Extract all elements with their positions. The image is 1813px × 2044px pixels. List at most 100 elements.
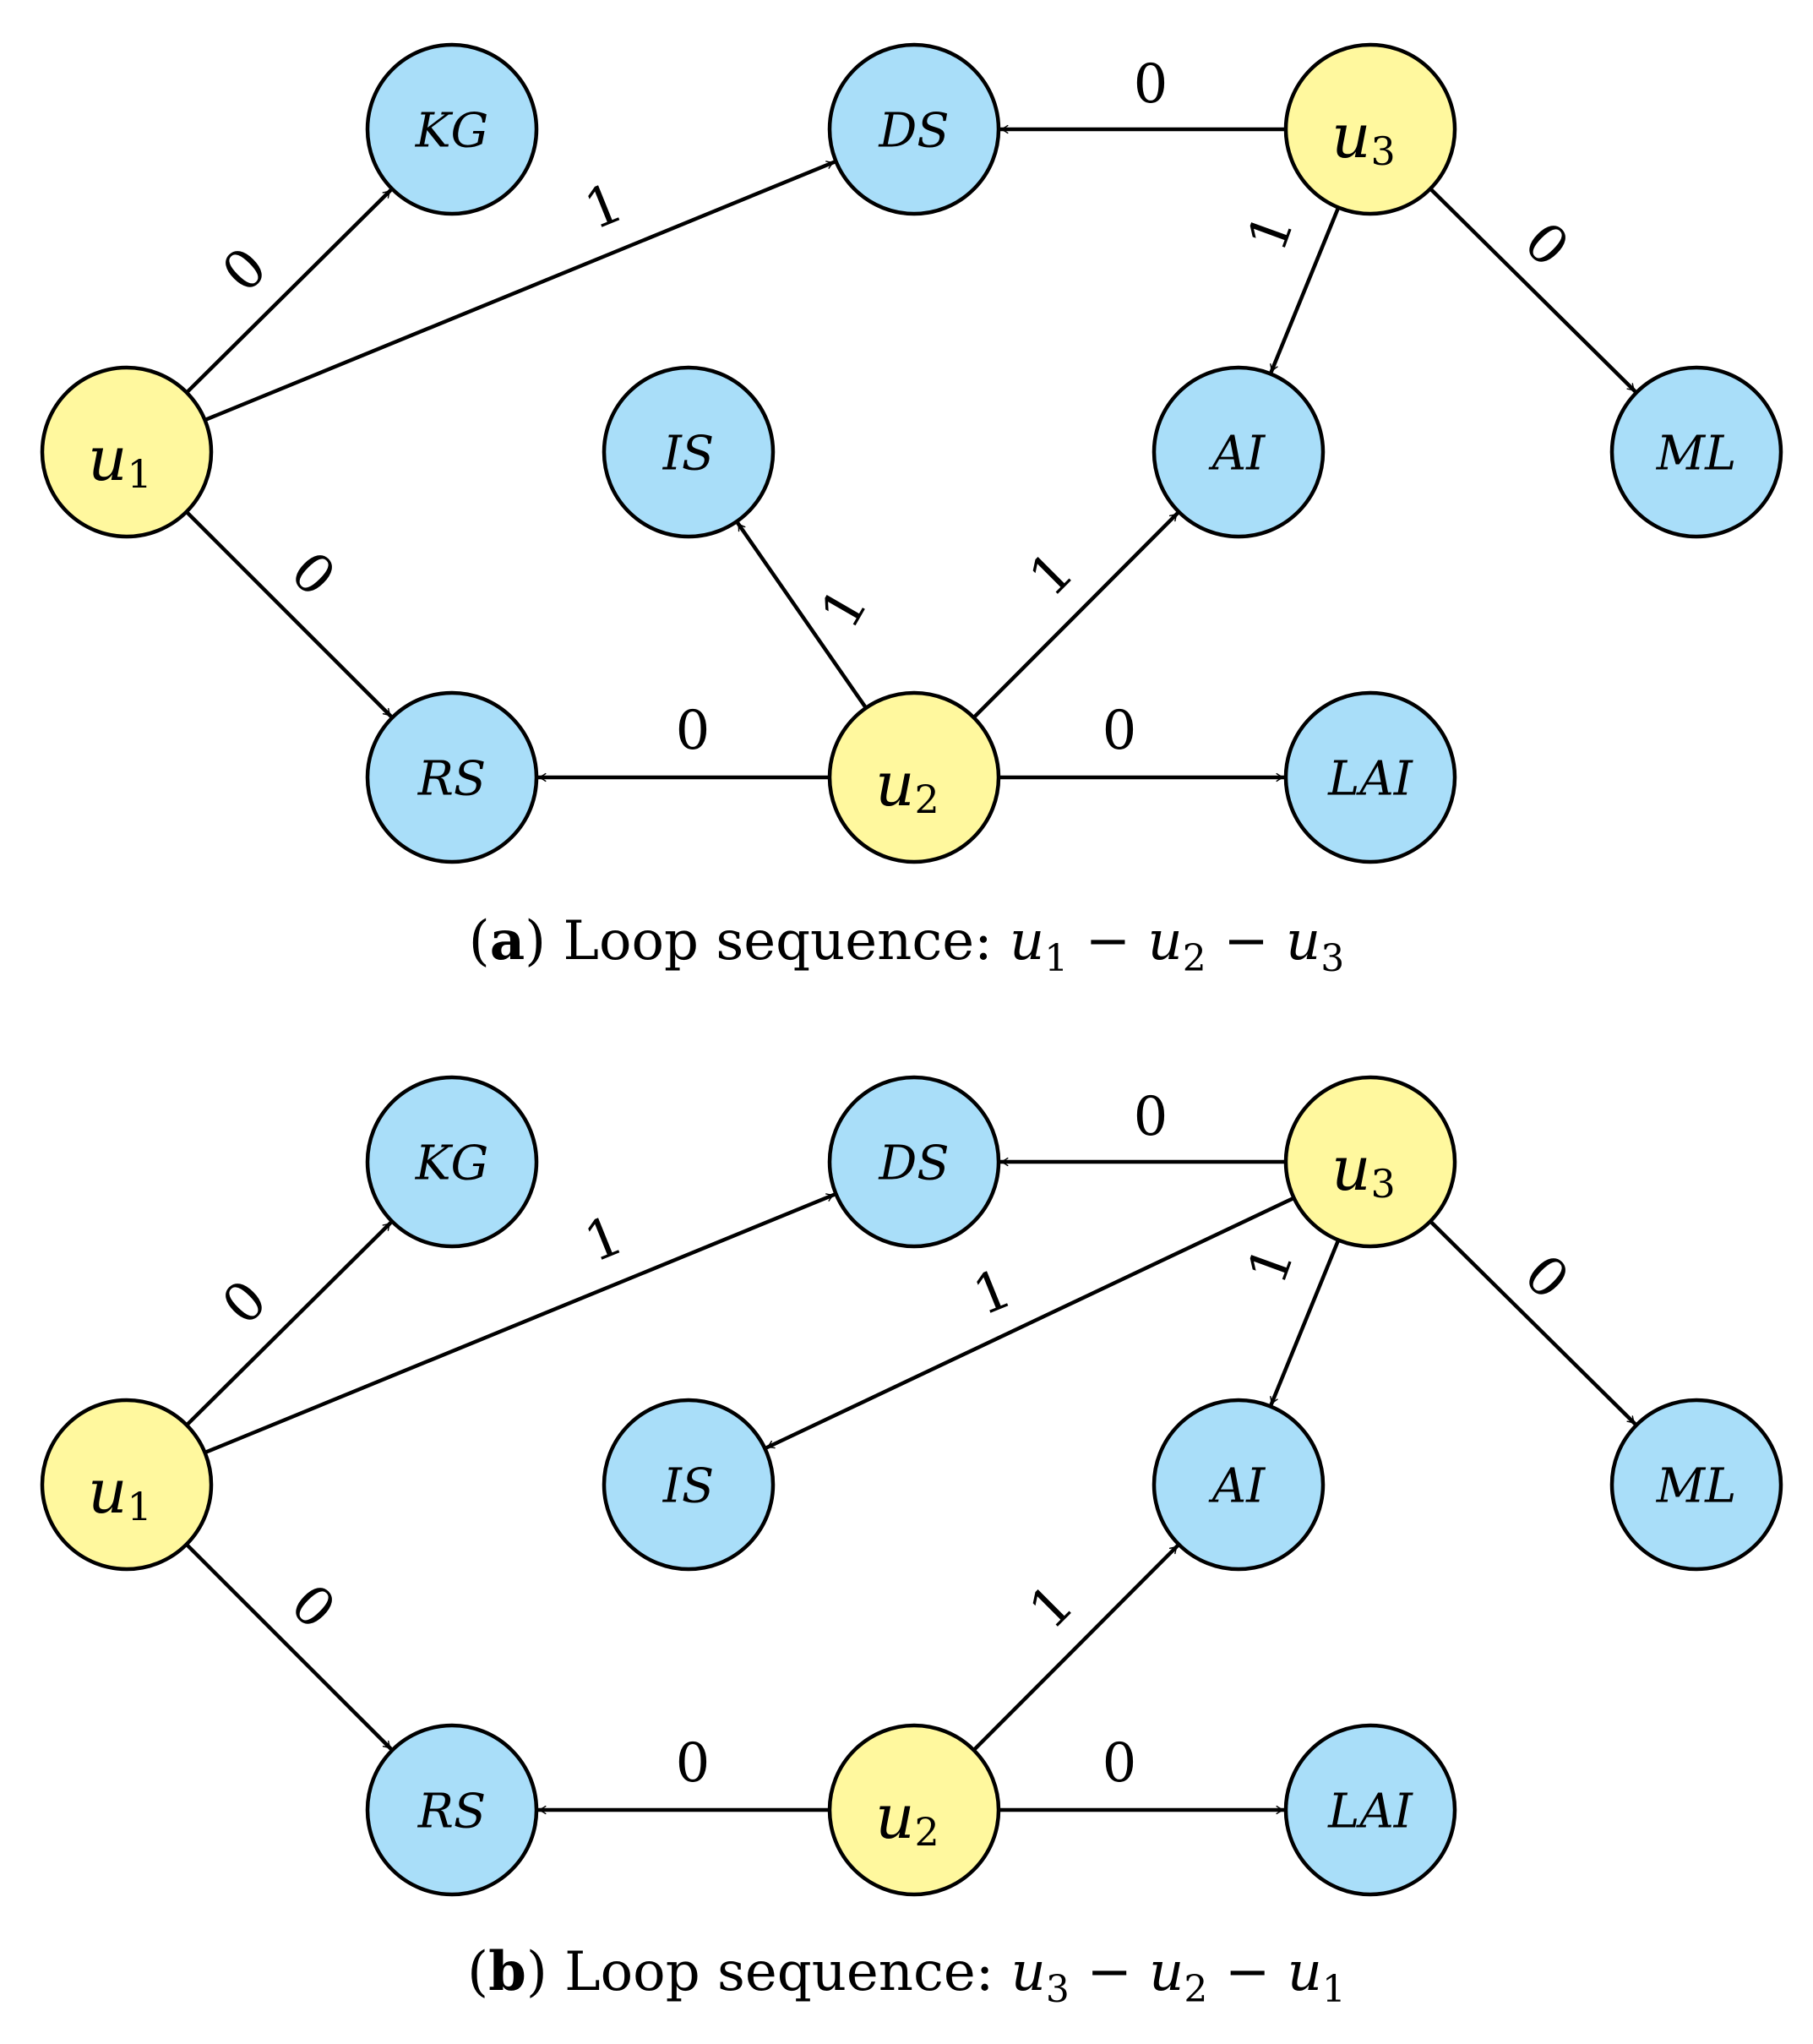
caption-part <box>1070 1941 1086 2003</box>
node-label-u1: u1 <box>88 1456 152 1529</box>
edge-label-u1-KG: 0 <box>210 236 279 304</box>
node-RS: RS <box>365 1723 539 1897</box>
node-label-AI: AI <box>1208 1459 1266 1514</box>
edge-u1-RS <box>185 1543 393 1751</box>
edge-label-u1-DS: 1 <box>576 1204 631 1275</box>
edge-label-u3-DS: 0 <box>1134 1086 1168 1148</box>
node-label-IS: IS <box>662 1459 714 1514</box>
edge-u3-ML <box>1429 187 1637 393</box>
edge-label-u1-RS: 0 <box>278 1573 346 1641</box>
edge-label-u3-IS: 1 <box>965 1257 1020 1328</box>
node-circle-u3 <box>1283 42 1457 216</box>
caption-part: u <box>1286 910 1320 973</box>
node-label-base: u <box>1331 101 1370 172</box>
caption-part: 1 <box>1322 1968 1346 2011</box>
node-label-DS: DS <box>878 1136 949 1191</box>
node-label-sub: 2 <box>915 777 939 822</box>
node-label-base: u <box>875 749 914 820</box>
node-u3: u3 <box>1283 42 1457 216</box>
node-circle-u2 <box>827 1723 1001 1897</box>
caption-part: a <box>490 909 525 973</box>
node-label-RS: RS <box>417 752 487 807</box>
edge-label-u3-ML: 0 <box>1511 1243 1580 1311</box>
caption-1: (b) Loop sequence: u3 − u2 − u1 <box>467 1940 1346 2011</box>
node-label-DS: DS <box>878 104 949 159</box>
caption-part: 2 <box>1184 1968 1207 2011</box>
node-circle-AI <box>1152 365 1326 539</box>
node-label-sub: 3 <box>1371 1161 1396 1207</box>
node-IS: IS <box>602 1398 776 1572</box>
node-label-u3: u3 <box>1331 1133 1396 1207</box>
node-IS: IS <box>602 365 776 539</box>
node-label-base: u <box>88 423 127 494</box>
node-label-AI: AI <box>1208 427 1266 482</box>
node-label-u3: u3 <box>1331 101 1396 174</box>
node-label-ML: ML <box>1656 1459 1737 1514</box>
caption-part <box>1206 910 1223 973</box>
node-circle-u2 <box>827 690 1001 864</box>
node-label-RS: RS <box>417 1785 487 1840</box>
node-circle-RS <box>365 690 539 864</box>
caption-part: − <box>1086 910 1131 973</box>
caption-part <box>1270 1941 1287 2003</box>
node-u2: u2 <box>827 1723 1001 1897</box>
caption-part: − <box>1225 1941 1271 2003</box>
node-circle-DS <box>827 1075 1001 1249</box>
node-label-sub: 3 <box>1371 128 1396 174</box>
node-LAI: LAI <box>1283 1723 1457 1897</box>
edge-u3-AI <box>1269 206 1341 373</box>
node-label-sub: 1 <box>128 451 152 497</box>
caption-part: 1 <box>1044 937 1068 980</box>
node-label-base: u <box>88 1456 127 1527</box>
node-circle-ML <box>1609 1398 1783 1572</box>
caption-part: u <box>1010 910 1044 973</box>
caption-part: ) <box>526 1941 547 2003</box>
edge-label-u3-AI: 1 <box>1236 1238 1306 1292</box>
edge-u1-DS <box>204 1192 836 1455</box>
edge-u3-AI <box>1269 1239 1341 1406</box>
node-circle-u3 <box>1283 1075 1457 1249</box>
node-circle-IS <box>602 1398 776 1572</box>
edge-label-u2-AI: 1 <box>1017 1573 1086 1641</box>
edge-label-u1-KG: 0 <box>210 1268 279 1337</box>
caption-part <box>547 1941 564 2003</box>
node-ML: ML <box>1609 365 1783 539</box>
edge-label-u3-AI: 1 <box>1236 205 1306 259</box>
node-KG: KG <box>365 42 539 216</box>
node-label-LAI: LAI <box>1327 752 1414 807</box>
node-label-sub: 1 <box>128 1484 152 1529</box>
node-label-base: u <box>1331 1133 1370 1204</box>
node-circle-LAI <box>1283 690 1457 864</box>
edge-label-u3-ML: 0 <box>1511 210 1580 279</box>
edge-u2-AI <box>972 511 1179 719</box>
node-label-KG: KG <box>415 104 489 159</box>
node-circle-KG <box>365 42 539 216</box>
node-RS: RS <box>365 690 539 864</box>
edge-label-u2-RS: 0 <box>676 700 710 762</box>
edge-label-u3-DS: 0 <box>1134 53 1168 116</box>
caption-part: u <box>1011 1941 1046 2003</box>
edge-u2-IS <box>736 521 868 710</box>
node-circle-DS <box>827 42 1001 216</box>
caption-part <box>1068 910 1085 973</box>
caption-part <box>994 1941 1010 2003</box>
edge-label-u1-RS: 0 <box>278 540 346 608</box>
node-DS: DS <box>827 42 1001 216</box>
caption-part <box>993 910 1010 973</box>
caption-part <box>1130 910 1147 973</box>
node-circle-u1 <box>40 365 214 539</box>
edge-u3-ML <box>1429 1219 1637 1425</box>
edge-label-u2-LAI: 0 <box>1102 700 1137 762</box>
caption-part: − <box>1086 1941 1132 2003</box>
node-KG: KG <box>365 1075 539 1249</box>
node-circle-LAI <box>1283 1723 1457 1897</box>
caption-part: b <box>488 1940 526 2003</box>
caption-part: ( <box>469 910 490 973</box>
caption-part <box>1207 1941 1224 2003</box>
node-label-LAI: LAI <box>1327 1785 1414 1840</box>
node-circle-KG <box>365 1075 539 1249</box>
node-AI: AI <box>1152 365 1326 539</box>
caption-part <box>1132 1941 1149 2003</box>
